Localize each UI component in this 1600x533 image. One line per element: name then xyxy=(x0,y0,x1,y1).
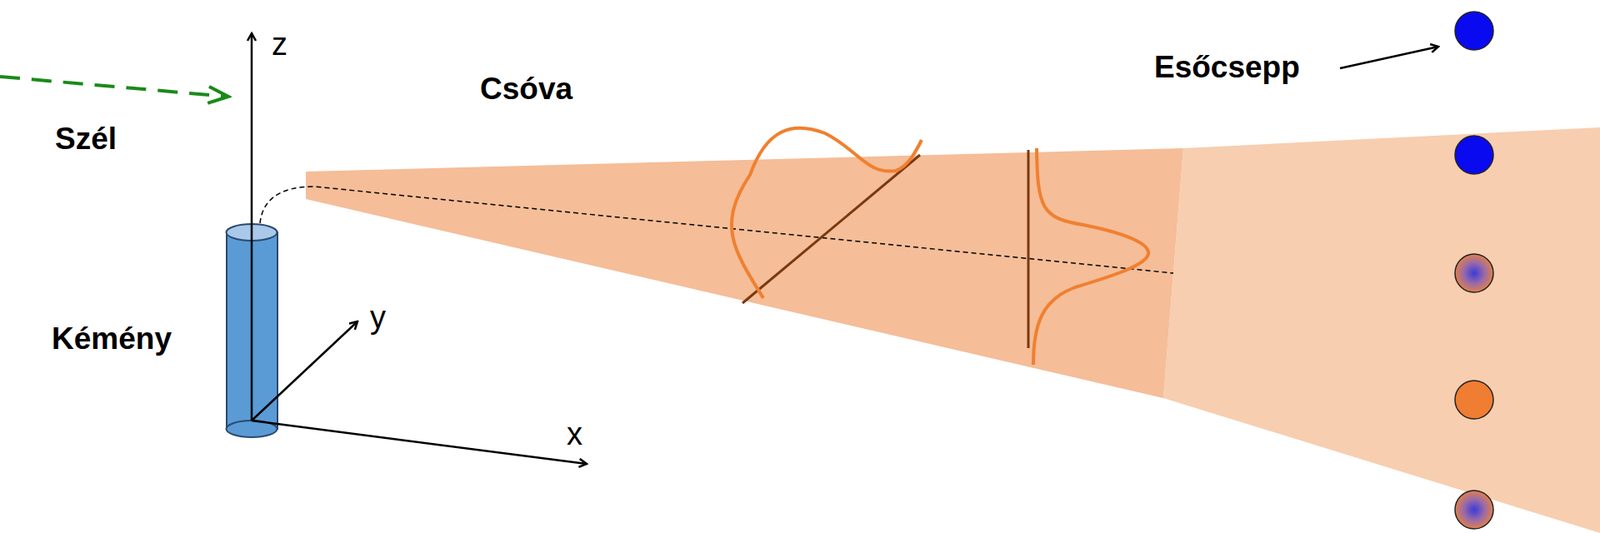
raindrop xyxy=(1455,380,1494,420)
z-axis xyxy=(250,33,254,421)
x-axis xyxy=(251,420,587,465)
axis-label: x xyxy=(566,418,583,450)
wind-arrow xyxy=(0,76,229,97)
cross-section-line xyxy=(742,155,920,304)
plume-centerline xyxy=(260,186,1174,274)
plume-label: Csóva xyxy=(480,73,573,105)
gaussian-profile xyxy=(1033,148,1149,365)
raindrop xyxy=(1455,11,1494,50)
raindrop xyxy=(1455,490,1494,530)
plume-far xyxy=(1163,127,1600,533)
leader-line xyxy=(1340,46,1439,69)
axis-label: z xyxy=(271,28,288,60)
wind-label: Szél xyxy=(55,123,117,155)
y-axis xyxy=(251,321,358,421)
raindrop xyxy=(1455,135,1494,175)
cross-section-line xyxy=(1027,150,1030,349)
raindrop xyxy=(1455,254,1494,293)
chimney-label: Kémény xyxy=(51,323,172,355)
axis-label: y xyxy=(370,301,386,334)
gaussian-profile xyxy=(731,128,922,299)
raindrop-label: Esőcsepp xyxy=(1154,51,1300,83)
